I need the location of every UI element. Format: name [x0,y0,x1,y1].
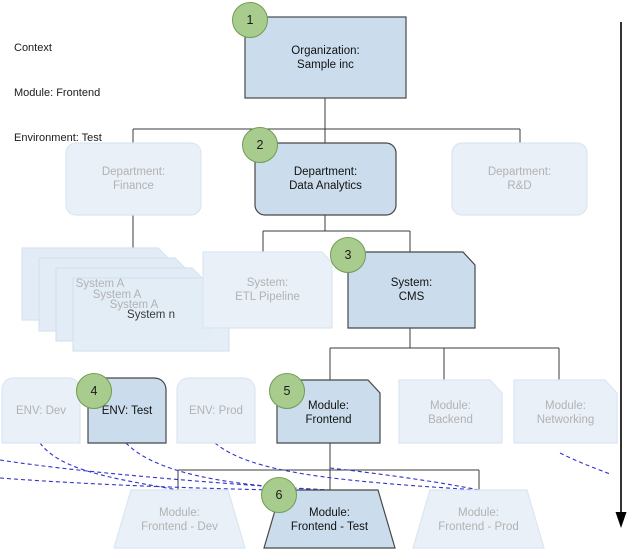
node-module-frontend[interactable] [276,379,381,444]
context-module-line: Module: Frontend [14,87,101,99]
dashed-link-secondary-c [329,467,480,491]
node-env-prod[interactable] [176,377,256,444]
dashed-link-secondary-b [0,477,331,492]
node-module-networking[interactable] [513,379,618,444]
node-system-cms[interactable] [347,251,476,329]
flow-arrow [615,22,627,528]
node-dept-rd[interactable] [451,142,588,216]
context-environment-line: Environment: Test [14,132,102,144]
node-module-frontend-prod[interactable] [412,489,545,549]
node-org[interactable] [244,16,407,99]
node-env-test[interactable] [87,377,167,444]
node-module-frontend-test[interactable] [263,489,396,549]
node-module-frontend-dev[interactable] [113,489,246,549]
node-dept-data-analytics[interactable] [254,142,397,216]
node-system-etl[interactable] [202,251,333,329]
context-legend: Context Module: Frontend Environment: Te… [14,11,102,176]
node-module-backend[interactable] [398,379,503,444]
dashed-link-secondary-d [559,452,611,475]
node-env-dev[interactable] [1,377,81,444]
dashed-link-prod [214,442,480,491]
node-dept-finance[interactable] [65,142,202,216]
dashed-link-dev [39,442,179,491]
context-heading: Context [14,42,52,54]
